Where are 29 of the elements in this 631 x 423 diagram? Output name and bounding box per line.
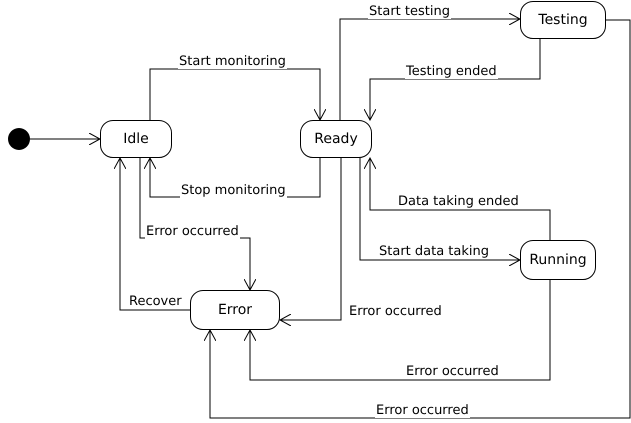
state-name: Testing xyxy=(538,12,588,28)
transition-arrow xyxy=(114,158,190,310)
edge-label: Data taking ended xyxy=(397,194,520,209)
transition-arrow xyxy=(204,20,630,418)
transition-arrow xyxy=(360,158,520,266)
state-box xyxy=(190,290,280,330)
state-name: Ready xyxy=(314,131,358,147)
state-name: Error xyxy=(218,302,252,318)
transition-arrow xyxy=(340,12,520,120)
edge-label: Start data taking xyxy=(378,244,490,259)
state-box xyxy=(520,240,596,280)
edge-label: Testing ended xyxy=(405,64,498,79)
edge-label: Stop monitoring xyxy=(180,183,287,198)
state-name: Running xyxy=(529,252,587,268)
state-box xyxy=(100,120,172,158)
edge-label: Error occurred xyxy=(375,403,470,418)
transition-arrow xyxy=(364,38,540,120)
edge-label: Error occurred xyxy=(145,224,240,239)
transition-arrow xyxy=(280,158,342,326)
transition-arrow xyxy=(364,158,550,240)
transition-arrow xyxy=(244,280,550,380)
edge-label: Start testing xyxy=(368,4,451,19)
edge-label: Start monitoring xyxy=(178,54,287,69)
state-box xyxy=(300,120,372,158)
transition-arrow xyxy=(150,68,326,120)
initial-state-dot xyxy=(8,128,30,150)
state-box xyxy=(520,1,606,39)
state-name: Idle xyxy=(123,131,149,147)
transition-arrow xyxy=(30,132,100,146)
